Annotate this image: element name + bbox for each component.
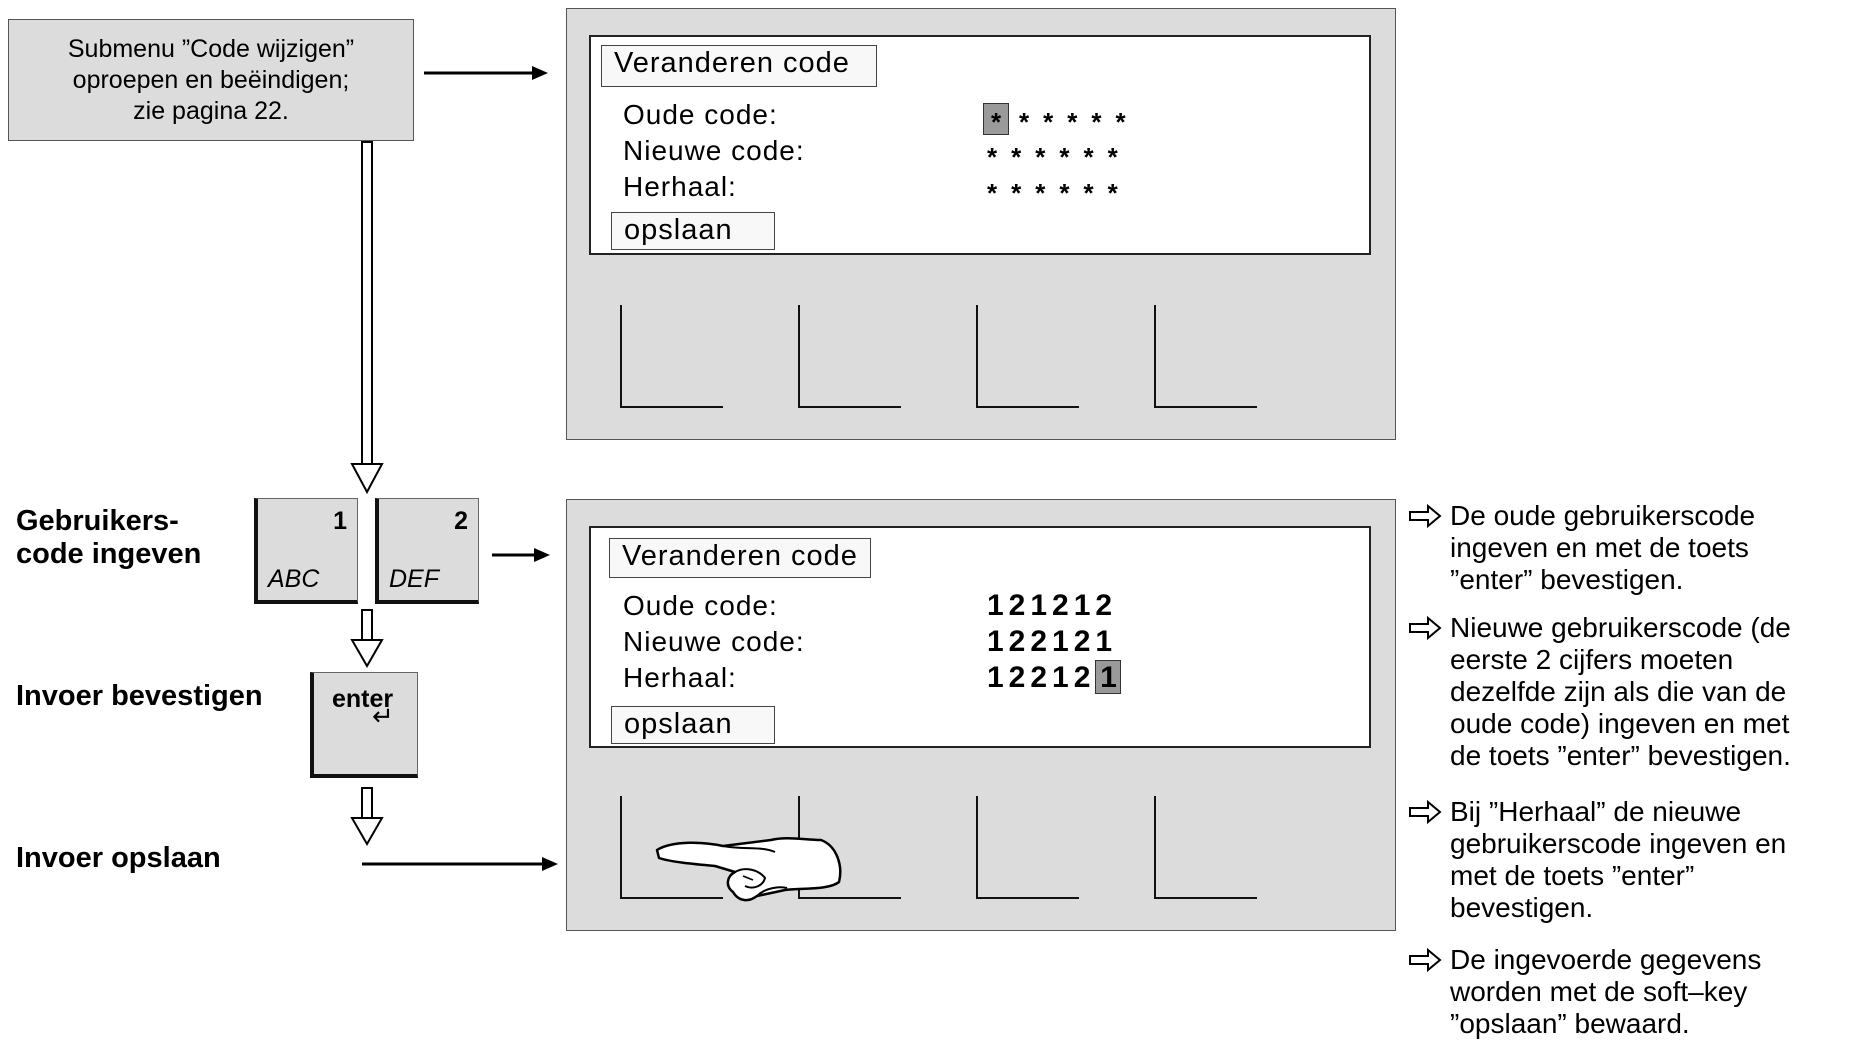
label-new-code: Nieuwe code: xyxy=(623,135,805,166)
display-screen: Veranderen code Oude code: Nieuwe code: … xyxy=(589,526,1371,748)
key-letters: ABC xyxy=(268,565,320,593)
old-code-field[interactable]: ****** xyxy=(983,103,1140,140)
new-code-field[interactable]: ****** xyxy=(987,142,1132,172)
step-enter-code-label: Gebruikers- code ingeven xyxy=(16,505,202,570)
screen-title: Veranderen code xyxy=(609,538,871,578)
step-confirm-label: Invoer bevestigen xyxy=(16,680,263,712)
save-label: opslaan xyxy=(611,212,775,250)
key-2-def[interactable]: 2 DEF xyxy=(375,498,479,604)
step-save-label: Invoer opslaan xyxy=(16,842,221,874)
input-cursor: 1 xyxy=(1095,660,1122,694)
repeat-value: 12212 xyxy=(987,661,1096,694)
input-cursor: * xyxy=(983,103,1009,137)
display-panel-top: Veranderen code Oude code: Nieuwe code: … xyxy=(566,8,1396,440)
repeat-field[interactable]: ****** xyxy=(987,178,1132,208)
screen-title: Veranderen code xyxy=(601,45,877,87)
softkey-markers xyxy=(620,305,1257,408)
display-panel-bottom: Veranderen code Oude code: Nieuwe code: … xyxy=(566,499,1396,931)
softkey-markers xyxy=(620,796,1257,899)
outline-right-arrow-icon xyxy=(1409,615,1442,641)
explanation-item: Bij ”Herhaal” de nieuwe gebruikerscode i… xyxy=(1408,796,1874,931)
label-new-code: Nieuwe code: xyxy=(623,626,805,657)
explanation-item: De oude gebruikerscode ingeven en met de… xyxy=(1408,500,1874,600)
old-code-mask: ***** xyxy=(1019,107,1140,137)
old-code-field[interactable]: 121212 xyxy=(987,589,1118,622)
outline-right-arrow-icon xyxy=(1409,799,1442,825)
instruction-line: Submenu ”Code wijzigen” xyxy=(67,35,355,63)
key-letters: DEF xyxy=(389,565,439,593)
enter-key[interactable]: enter ↵ xyxy=(310,672,418,778)
instruction-line: zie pagina 22. xyxy=(133,97,289,125)
outline-right-arrow-icon xyxy=(1409,947,1442,973)
label-old-code: Oude code: xyxy=(623,99,778,130)
pointing-hand-icon xyxy=(655,836,842,902)
enter-return-icon: ↵ xyxy=(372,701,394,731)
outline-right-arrow-icon xyxy=(1409,503,1442,529)
instruction-line: oproepen en beëindigen; xyxy=(72,66,350,94)
instruction-box: Submenu ”Code wijzigen” oproepen en beëi… xyxy=(8,19,414,141)
explanation-item: Nieuwe gebruikerscode (de eerste 2 cijfe… xyxy=(1408,612,1874,782)
enter-key-label: enter xyxy=(332,685,394,713)
label-repeat: Herhaal: xyxy=(623,171,737,202)
key-number: 1 xyxy=(333,507,347,535)
label-repeat: Herhaal: xyxy=(623,662,737,693)
display-screen: Veranderen code Oude code: Nieuwe code: … xyxy=(589,35,1371,255)
explanation-item: De ingevoerde gegevens worden met de sof… xyxy=(1408,944,1874,1044)
key-1-abc[interactable]: 1 ABC xyxy=(254,498,358,604)
label-old-code: Oude code: xyxy=(623,590,778,621)
key-number: 2 xyxy=(454,507,468,535)
save-label: opslaan xyxy=(611,706,775,744)
new-code-field[interactable]: 122121 xyxy=(987,625,1118,658)
